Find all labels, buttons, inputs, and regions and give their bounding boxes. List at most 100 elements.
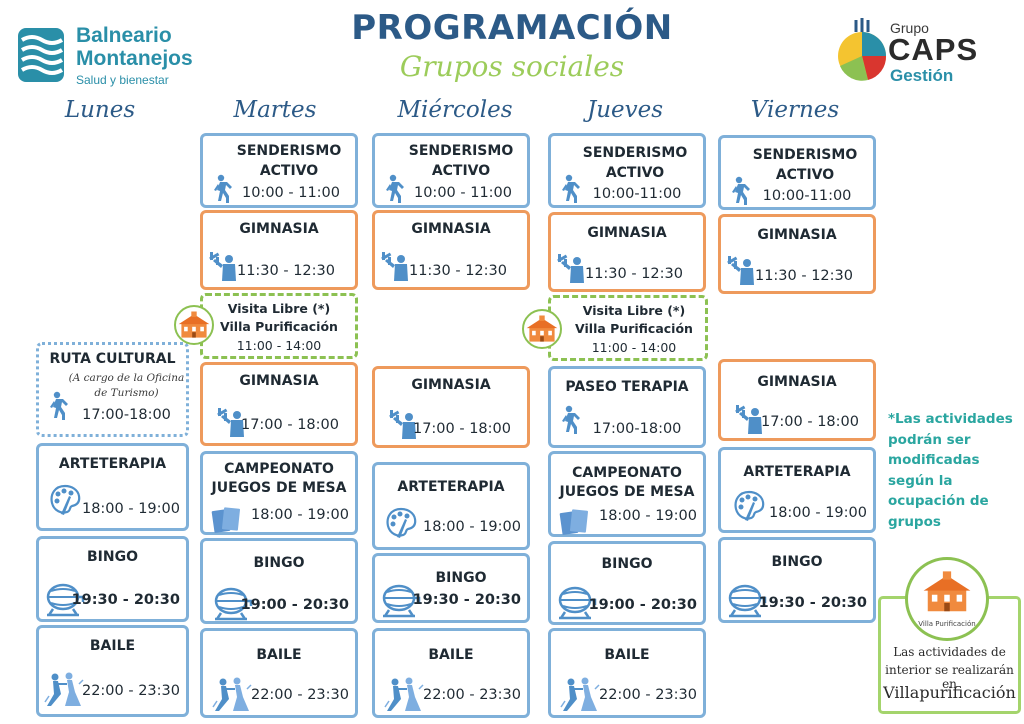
activity-campeonato-jueves: CAMPEONATO JUEGOS DE MESA 18:00 - 19:00 (548, 451, 706, 537)
activity-baile-miercoles: BAILE 22:00 - 23:30 (372, 628, 530, 718)
activity-paseo-terapia-jueves: PASEO TERAPIA 17:00-18:00 (548, 366, 706, 448)
activity-title: SENDERISMO ACTIVO (408, 143, 514, 179)
activity-title: BAILE (256, 647, 302, 663)
activity-gimnasia-manana-viernes: GIMNASIA 11:30 - 12:30 (718, 214, 876, 294)
activity-note: (A cargo de la Oficina de Turismo) (68, 372, 185, 399)
activity-time: 22:00 - 23:30 (250, 687, 349, 703)
activity-baile-jueves: BAILE 22:00 - 23:30 (548, 628, 706, 718)
activity-ruta-cultural-lunes: RUTA CULTURAL (A cargo de la Oficina de … (36, 342, 189, 437)
activity-time: 11:30 - 12:30 (236, 263, 335, 279)
activity-gimnasia-tarde-martes: GIMNASIA 17:00 - 18:00 (200, 362, 358, 446)
cards-icon (211, 507, 241, 534)
activity-title: BAILE (89, 638, 136, 654)
activity-campeonato-martes: CAMPEONATO JUEGOS DE MESA 18:00 - 19:00 (200, 451, 358, 535)
activity-time: 17:00 - 18:00 (412, 421, 511, 437)
building-icon (923, 571, 971, 612)
waves-logo-icon (18, 28, 64, 82)
activity-title: PASEO TERAPIA (565, 379, 689, 395)
indoor-info-box: Las actividades de interior se realizará… (878, 596, 1021, 714)
activity-senderismo-miercoles: SENDERISMO ACTIVO 10:00 - 11:00 (372, 133, 530, 208)
activity-title: BINGO (87, 549, 138, 565)
activity-time: 11:00 - 14:00 (591, 340, 677, 355)
activity-senderismo-martes: SENDERISMO ACTIVO 10:00 - 11:00 (200, 133, 358, 208)
badge-label: Villa Purificación (918, 620, 976, 628)
palette-icon (386, 507, 417, 540)
cards-icon (559, 509, 589, 536)
activity-arteterapia-miercoles: ARTETERAPIA 18:00 - 19:00 (372, 462, 530, 550)
building-icon (178, 311, 210, 338)
modification-note: *Las actividades podrán ser modificadas … (888, 411, 1013, 530)
activity-gimnasia-manana-martes: GIMNASIA 11:30 - 12:30 (200, 210, 358, 290)
brand-tagline: Salud y bienestar (76, 73, 169, 87)
activity-title: GIMNASIA (411, 377, 491, 393)
activity-gimnasia-tarde-miercoles: GIMNASIA 17:00 - 18:00 (372, 366, 530, 448)
activity-time: 17:00-18:00 (592, 421, 682, 437)
brand-name-line2: Montanejos (76, 47, 193, 70)
palette-icon (50, 484, 81, 517)
activity-gimnasia-manana-jueves: GIMNASIA 11:30 - 12:30 (548, 212, 706, 292)
activity-bingo-jueves: BINGO 19:00 - 20:30 (548, 541, 706, 625)
brand-name-line1: Balneario (76, 24, 172, 47)
dancers-icon (212, 677, 252, 712)
activity-time: 10:00 - 11:00 (413, 185, 513, 201)
activity-time: 19:30 - 20:30 (412, 592, 521, 608)
activity-title: ARTETERAPIA (397, 479, 505, 495)
activity-visita-jueves: Visita Libre (*)Villa Purificación 11:00… (548, 295, 708, 361)
activity-time: 11:00 - 14:00 (236, 338, 322, 353)
activity-time: 19:00 - 20:30 (240, 597, 349, 613)
activity-time: 19:30 - 20:30 (758, 595, 867, 611)
dumbbell-person-icon (557, 254, 584, 283)
activity-bingo-lunes: BINGO 19:30 - 20:30 (36, 536, 189, 622)
partner-prefix: Grupo (890, 20, 929, 36)
activity-time: 10:00 - 11:00 (241, 185, 341, 201)
activity-title: GIMNASIA (239, 373, 319, 389)
activity-title: ARTETERAPIA (743, 464, 851, 480)
activity-title: ARTETERAPIA (58, 456, 167, 472)
activity-time: 22:00 - 23:30 (598, 687, 697, 703)
activity-title: GIMNASIA (239, 221, 319, 237)
villa-purificacion-badge (522, 309, 562, 349)
activity-baile-lunes: BAILE 22:00 - 23:30 (36, 625, 189, 717)
page-title: PROGRAMACIÓN (351, 8, 673, 48)
day-miercoles: Miércoles (397, 97, 513, 123)
activity-title: GIMNASIA (587, 225, 667, 241)
activity-arteterapia-lunes: ARTETERAPIA 18:00 - 19:00 (36, 443, 189, 531)
walking-person-icon (50, 391, 68, 420)
dancers-icon (560, 677, 600, 712)
activity-visita-text: Visita Libre (*)Villa Purificación (220, 301, 338, 334)
palette-icon (734, 490, 765, 523)
balneario-logo: Balneario Montanejos Salud y bienestar (16, 24, 216, 94)
activity-time: 11:30 - 12:30 (584, 266, 683, 282)
activity-visita-text: Visita Libre (*)Villa Purificación (575, 303, 693, 336)
activity-title: RUTA CULTURAL (49, 351, 176, 367)
activity-title: BINGO (253, 555, 305, 571)
indoor-note-line1: Las actividades de (893, 645, 1006, 659)
activity-time: 18:00 - 19:00 (768, 505, 867, 521)
activity-time: 10:00-11:00 (762, 188, 852, 204)
activity-time: 17:00-18:00 (82, 407, 171, 423)
activity-title: GIMNASIA (757, 374, 837, 390)
activity-title: BINGO (601, 556, 653, 572)
indoor-place: Villapurificación (883, 683, 1016, 702)
activity-title: SENDERISMO ACTIVO (582, 145, 688, 181)
caps-logo: Grupo CAPS Gestión (838, 14, 1008, 92)
dancers-icon (384, 677, 424, 712)
activity-title: CAMPEONATO JUEGOS DE MESA (559, 465, 695, 500)
activity-time: 17:00 - 18:00 (240, 417, 339, 433)
dumbbell-person-icon (209, 252, 236, 281)
activity-visita-martes: Visita Libre (*)Villa Purificación 11:00… (200, 293, 358, 359)
villa-purificacion-info-badge: Villa Purificación (905, 557, 989, 641)
activity-time: 19:30 - 20:30 (71, 592, 180, 608)
activity-time: 22:00 - 23:30 (81, 683, 180, 699)
activity-title: BAILE (428, 647, 474, 663)
activity-title: GIMNASIA (411, 221, 491, 237)
activity-bingo-viernes: BINGO 19:30 - 20:30 (718, 537, 876, 623)
activity-senderismo-jueves: SENDERISMO ACTIVO 10:00-11:00 (548, 133, 706, 208)
activity-time: 18:00 - 19:00 (81, 501, 180, 517)
activity-title: BINGO (435, 570, 487, 586)
partner-suffix: Gestión (890, 66, 954, 85)
activity-title: BAILE (604, 647, 650, 663)
activity-time: 11:30 - 12:30 (408, 263, 507, 279)
building-icon (526, 315, 558, 342)
activity-bingo-miercoles: BINGO 19:30 - 20:30 (372, 553, 530, 623)
